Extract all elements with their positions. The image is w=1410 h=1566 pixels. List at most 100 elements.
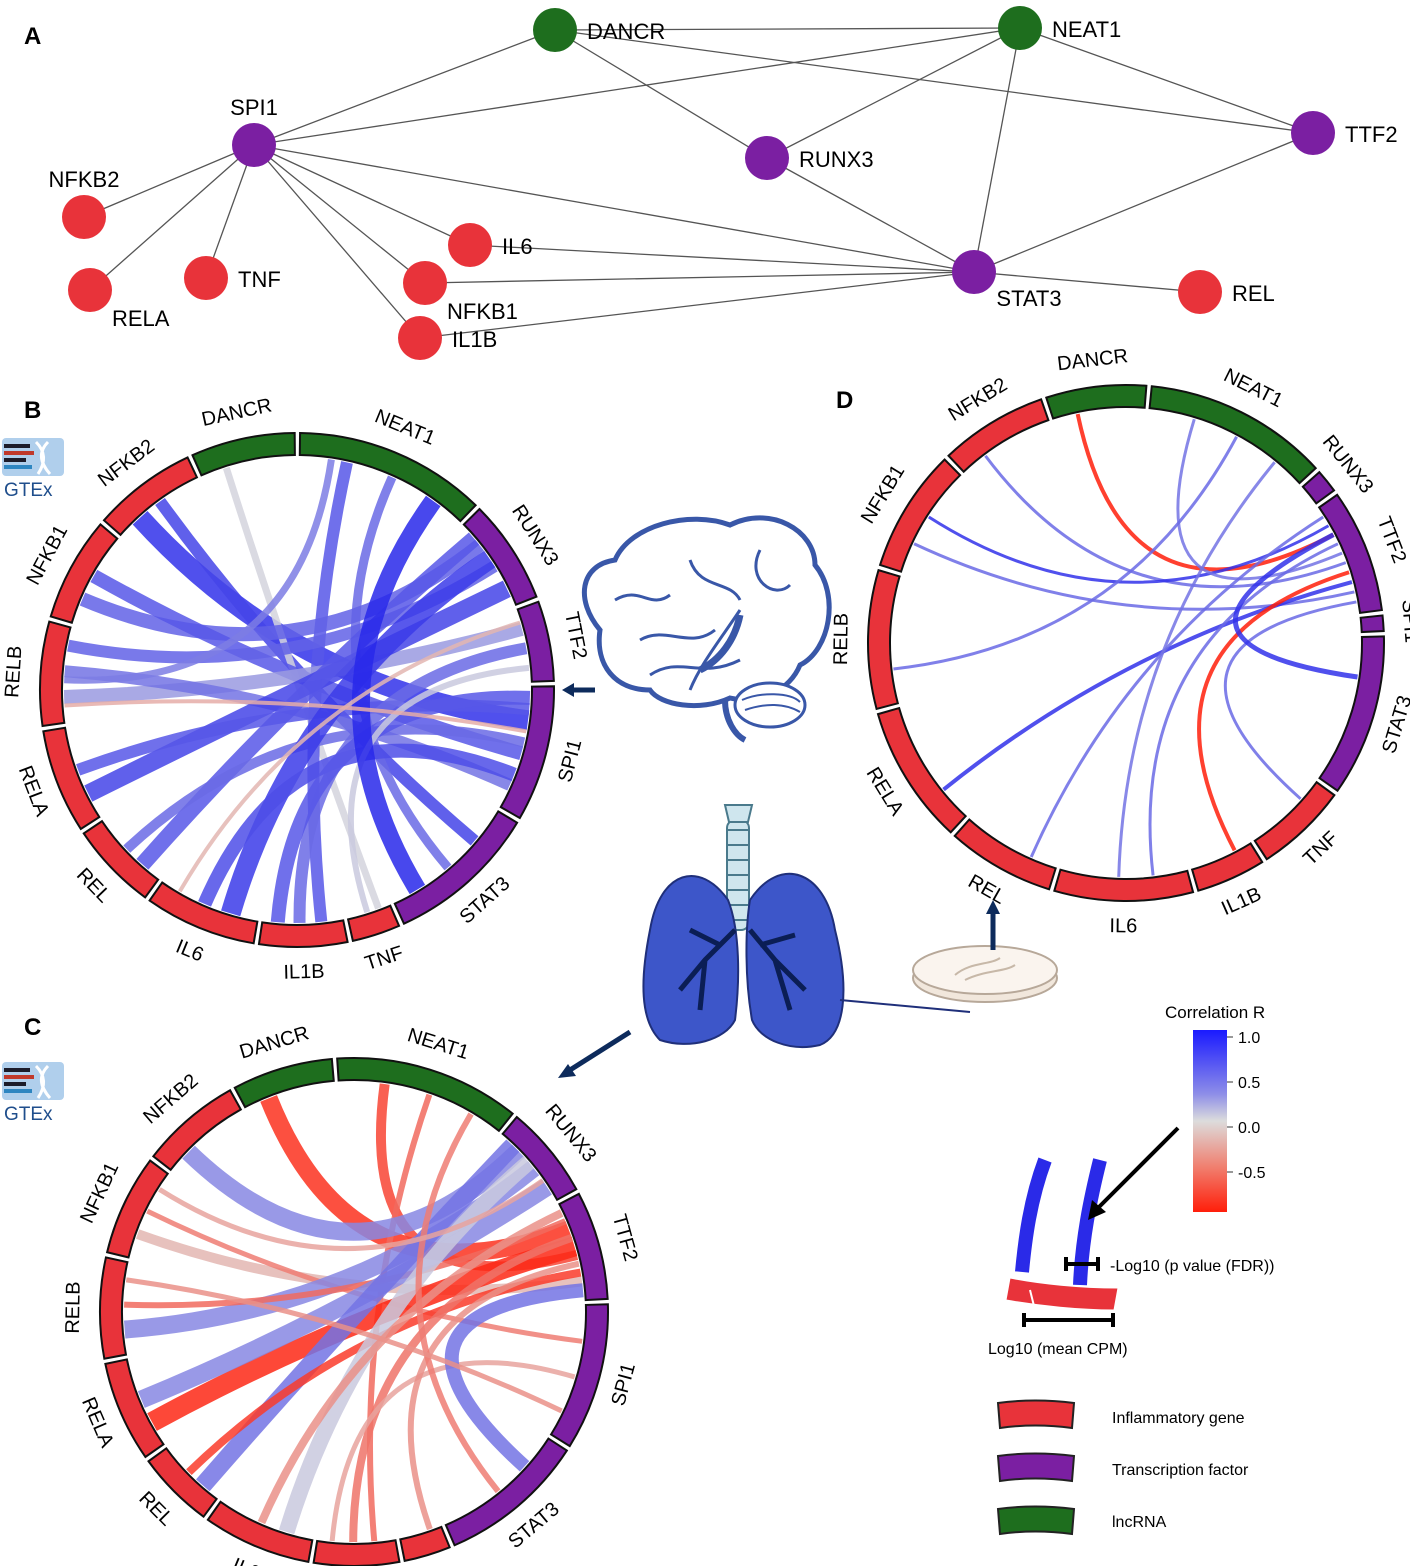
bronchi — [678, 927, 807, 1011]
sector-spi1 — [549, 1303, 609, 1448]
sector-stat3 — [393, 809, 519, 926]
colorbar-tick-label: 0.0 — [1238, 1120, 1260, 1137]
cpm-bracket — [1022, 1313, 1115, 1327]
gtex-logo-bar — [4, 451, 34, 455]
chord-link — [137, 1179, 552, 1408]
network-node-il6 — [448, 223, 492, 267]
network-node-label: NFKB2 — [49, 167, 120, 192]
panel-label-a: A — [24, 23, 41, 50]
sector-relb — [39, 620, 72, 728]
sector-il1b — [257, 919, 349, 948]
chord-link — [444, 1283, 584, 1472]
sector-nfkb2 — [151, 1088, 243, 1172]
network-node-label: IL6 — [502, 234, 533, 259]
chord-link — [1029, 515, 1325, 858]
panel-label-b: B — [24, 397, 41, 424]
sector-label: SPI1 — [607, 1361, 640, 1409]
network-edge — [766, 27, 1021, 159]
network-node-label: TNF — [238, 267, 281, 292]
cerebellum-lines — [741, 693, 801, 713]
gtex-logo-bar — [4, 465, 32, 469]
gtex-logo-text: GTEx — [4, 480, 53, 501]
chord-link — [1148, 542, 1339, 876]
network-edge — [554, 27, 1021, 31]
sector-label: NFKB1 — [76, 1159, 123, 1227]
key-chord — [1015, 1157, 1052, 1273]
network-node-label: RUNX3 — [799, 147, 874, 172]
network-node-dancr — [533, 8, 577, 52]
network-edge — [424, 271, 975, 284]
network-node-stat3 — [952, 250, 996, 294]
network-node-label: NFKB1 — [447, 299, 518, 324]
chord-link — [64, 459, 335, 684]
pvalue-label: -Log10 (p value (FDR)) — [1110, 1258, 1275, 1275]
chord-link — [893, 436, 1238, 671]
network-edge — [253, 29, 556, 146]
network-edge — [1019, 27, 1314, 134]
sector-label: STAT3 — [1378, 693, 1410, 756]
sector-nfkb1 — [878, 458, 962, 573]
network-node-label: TTF2 — [1345, 122, 1398, 147]
sector-dancr — [1045, 384, 1148, 420]
chord-link — [158, 1178, 545, 1252]
gtex-logo-bg — [2, 438, 64, 476]
gtex-logo-c: GTEx — [2, 1062, 64, 1125]
colorbar-title: Correlation R — [1165, 1003, 1265, 1022]
sector-label: NEAT1 — [372, 405, 439, 449]
sector-label: DANCR — [200, 394, 274, 431]
gtex-logo-bar — [4, 458, 26, 462]
sector-label: RELB — [830, 613, 853, 666]
network-edge — [554, 29, 768, 159]
chord-link — [1232, 532, 1358, 680]
network-edge — [973, 27, 1021, 273]
gtex-logo-bar — [4, 1068, 30, 1072]
brain-folds — [614, 549, 792, 691]
sector-il1b — [312, 1539, 401, 1566]
chord-link — [196, 1139, 520, 1492]
network-edge — [205, 144, 255, 279]
dna-icon — [34, 440, 52, 475]
sector-label: DANCR — [1056, 345, 1129, 375]
pvalue-bracket — [1064, 1257, 1100, 1271]
chord-link — [942, 580, 1353, 792]
sector-stat3 — [1318, 635, 1385, 793]
sector-tnf — [346, 904, 401, 943]
chord-link — [1223, 600, 1357, 800]
trachea-rings — [728, 829, 748, 921]
sector-label: RELA — [14, 763, 53, 820]
sector-nfkb2 — [102, 456, 199, 537]
network-node-neat1 — [998, 6, 1042, 50]
gtex-logo-text: GTEx — [4, 1104, 53, 1125]
network-edge — [973, 271, 1201, 293]
network-node-ttf2 — [1291, 111, 1335, 155]
sector-label: DANCR — [237, 1022, 311, 1063]
sector-rel — [147, 1446, 218, 1519]
sector-label: NEAT1 — [1220, 364, 1286, 412]
sector-tnf — [1253, 780, 1336, 861]
sector-label: TNF — [1299, 827, 1342, 870]
chord-link — [270, 690, 531, 923]
key-pointer-arrow — [1094, 1126, 1180, 1212]
sector-neat1 — [1148, 385, 1318, 485]
network-node-spi1 — [232, 123, 276, 167]
sector-nfkb1 — [49, 522, 119, 624]
sector-label: SPI1 — [1397, 599, 1410, 644]
chord-link — [178, 620, 521, 893]
sector-label: TTF2 — [1373, 514, 1410, 567]
legend-swatch-inflammatory — [996, 1399, 1076, 1430]
gtex-logo-bg — [2, 1062, 64, 1100]
network-node-runx3 — [745, 136, 789, 180]
sector-relb — [867, 568, 901, 711]
panel-label-d: D — [836, 387, 853, 414]
sector-nfkb1 — [105, 1159, 170, 1259]
network-node-rel — [1178, 270, 1222, 314]
arrowhead — [1088, 1200, 1106, 1220]
sector-ttf2 — [1317, 493, 1384, 614]
chord-link — [1075, 413, 1335, 572]
key-sector-divider — [1029, 1289, 1035, 1307]
sector-neat1 — [336, 1057, 515, 1133]
colorbar-tick-label: -0.5 — [1238, 1165, 1266, 1182]
legend: Correlation R 1.0 0.5 0.0 -0.5 -Log10 (p… — [988, 1003, 1275, 1536]
sector-label: REL — [72, 864, 115, 907]
